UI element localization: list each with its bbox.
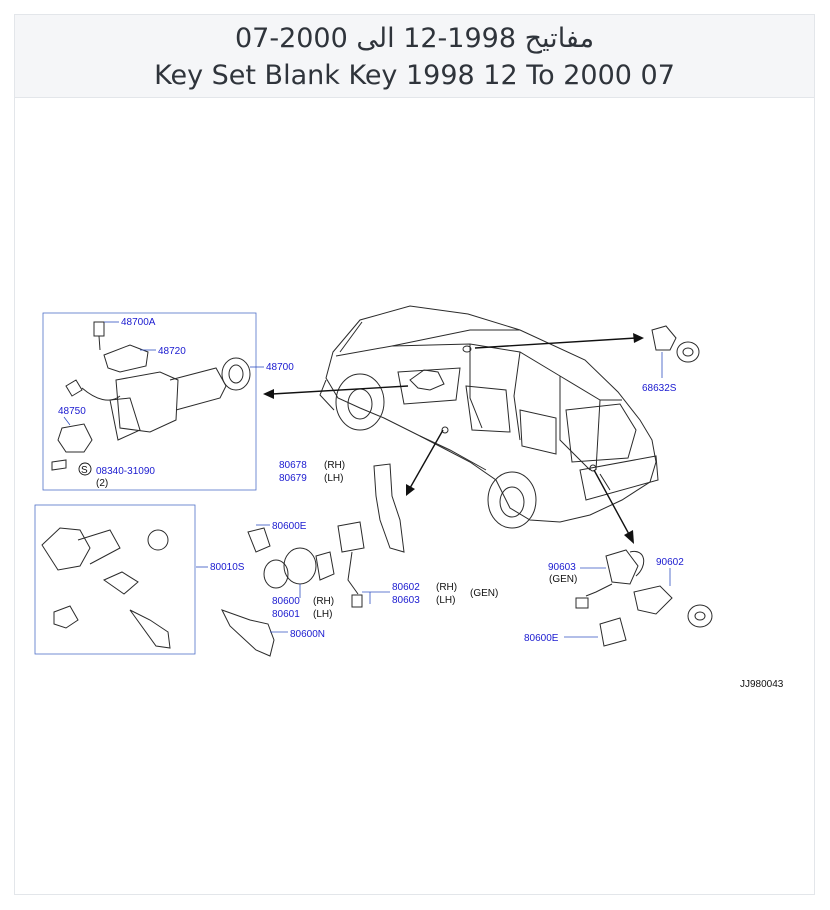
label-08340-31090: 08340-31090 — [96, 466, 155, 477]
callout-arrows — [263, 333, 644, 544]
label-80678: 80678 — [279, 460, 307, 471]
label-rh-2: (RH) — [313, 596, 334, 607]
label-68632S: 68632S — [642, 383, 677, 394]
label-80600N: 80600N — [290, 629, 325, 640]
label-90602: 90602 — [656, 557, 684, 568]
ignition-assembly-drawing — [51, 321, 251, 476]
label-80600E-b: 80600E — [524, 633, 559, 644]
ignition-group-box — [42, 312, 257, 491]
label-48750: 48750 — [58, 406, 86, 417]
keyset-drawing — [41, 527, 171, 649]
label-80600E-a: 80600E — [272, 521, 307, 532]
diagram-frame: مفاتيح 1998-12 الى 2000-07 Key Set Blank… — [14, 14, 815, 895]
label-lh-3: (LH) — [436, 595, 455, 606]
label-48700: 48700 — [266, 362, 294, 373]
label-90603: 90603 — [548, 562, 576, 573]
label-80010S: 80010S — [210, 562, 245, 573]
diagram-code: JJ980043 — [740, 679, 784, 690]
title-english: Key Set Blank Key 1998 12 To 2000 07 — [154, 60, 675, 91]
label-80600: 80600 — [272, 596, 300, 607]
label-80679: 80679 — [279, 473, 307, 484]
keyset-group-box — [34, 504, 196, 655]
label-qty-2: (2) — [96, 478, 108, 489]
trunk-lock-drawing — [651, 325, 700, 363]
label-lh-1: (LH) — [324, 473, 343, 484]
label-rh-1: (RH) — [324, 460, 345, 471]
label-gen-2: (GEN) — [549, 574, 577, 585]
hatch-lock-drawing — [575, 549, 713, 647]
label-80601: 80601 — [272, 609, 300, 620]
title-arabic: مفاتيح 1998-12 الى 2000-07 — [234, 23, 595, 54]
label-80602: 80602 — [392, 582, 420, 593]
label-gen-1: (GEN) — [470, 588, 498, 599]
label-s-mark: S — [81, 465, 88, 476]
page-header: مفاتيح 1998-12 الى 2000-07 Key Set Blank… — [15, 15, 814, 98]
label-48700A: 48700A — [121, 317, 156, 328]
label-48720: 48720 — [158, 346, 186, 357]
label-80603: 80603 — [392, 595, 420, 606]
vehicle-drawing — [319, 305, 659, 529]
door-lock-drawing — [220, 463, 405, 657]
label-lh-2: (LH) — [313, 609, 332, 620]
label-rh-3: (RH) — [436, 582, 457, 593]
